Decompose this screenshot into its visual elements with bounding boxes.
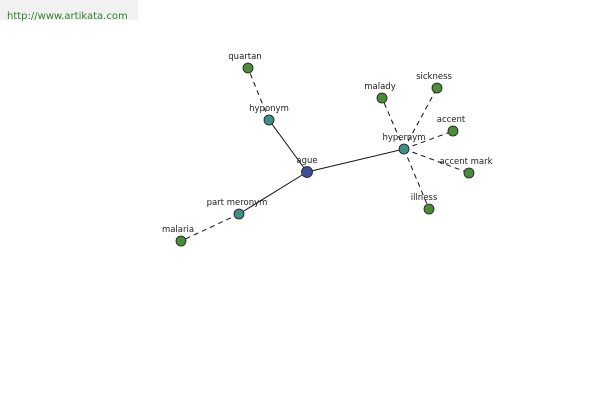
edge-ague-hypernym — [306, 148, 405, 173]
node-label-quartan: quartan — [228, 52, 261, 62]
node-dot-illness[interactable] — [423, 203, 435, 215]
node-quartan[interactable]: quartan — [228, 52, 262, 74]
node-dot-hyponym[interactable] — [263, 114, 275, 126]
node-label-ague: ague — [296, 156, 317, 166]
edge-hypernym-sickness — [403, 87, 438, 150]
node-label-hypernym: hypernym — [382, 133, 425, 143]
edge-ague-hyponym — [268, 119, 308, 173]
node-label-accent: accent — [437, 115, 466, 125]
node-label-illness: illness — [411, 193, 438, 203]
node-label-part-meronym: part meronym — [207, 198, 268, 208]
node-hypernym[interactable]: hypernym — [382, 133, 426, 155]
node-sickness[interactable]: sickness — [416, 72, 453, 94]
node-label-malady: malady — [364, 82, 396, 92]
node-dot-accent[interactable] — [447, 125, 459, 137]
edge-hypernym-accent-mark — [403, 148, 470, 174]
edges-layer — [180, 67, 470, 242]
node-dot-hypernym[interactable] — [398, 143, 410, 155]
site-url-banner: http://www.artikata.com — [0, 0, 138, 22]
node-dot-accent-mark[interactable] — [463, 167, 475, 179]
node-label-hyponym: hyponym — [249, 104, 289, 114]
node-dot-part-meronym[interactable] — [233, 208, 245, 220]
node-ague[interactable]: ague — [296, 156, 318, 178]
node-dot-quartan[interactable] — [242, 62, 254, 74]
site-url-link[interactable]: http://www.artikata.com — [7, 11, 128, 22]
edge-part-meronym-malaria — [180, 213, 240, 242]
edge-hypernym-malady — [381, 97, 405, 150]
node-malady[interactable]: malady — [364, 82, 396, 104]
node-part-meronym[interactable]: part meronym — [207, 198, 268, 220]
node-accent[interactable]: accent — [437, 115, 466, 137]
node-dot-malaria[interactable] — [175, 235, 187, 247]
edge-hyponym-quartan — [247, 67, 270, 121]
node-label-accent-mark: accent mark — [439, 157, 492, 167]
node-malaria[interactable]: malaria — [162, 225, 194, 247]
node-hyponym[interactable]: hyponym — [249, 104, 289, 126]
nodes-layer: ague hyponym hypernym part meronym quartan ma… — [162, 52, 493, 247]
node-dot-sickness[interactable] — [431, 82, 443, 94]
node-label-sickness: sickness — [416, 72, 452, 82]
node-dot-ague[interactable] — [301, 166, 313, 178]
node-label-malaria: malaria — [162, 225, 194, 235]
node-dot-malady[interactable] — [376, 92, 388, 104]
edge-ague-part-meronym — [238, 171, 308, 215]
edge-hypernym-illness — [403, 148, 430, 210]
node-accent-mark[interactable]: accent mark — [439, 157, 493, 179]
node-illness[interactable]: illness — [411, 193, 438, 215]
